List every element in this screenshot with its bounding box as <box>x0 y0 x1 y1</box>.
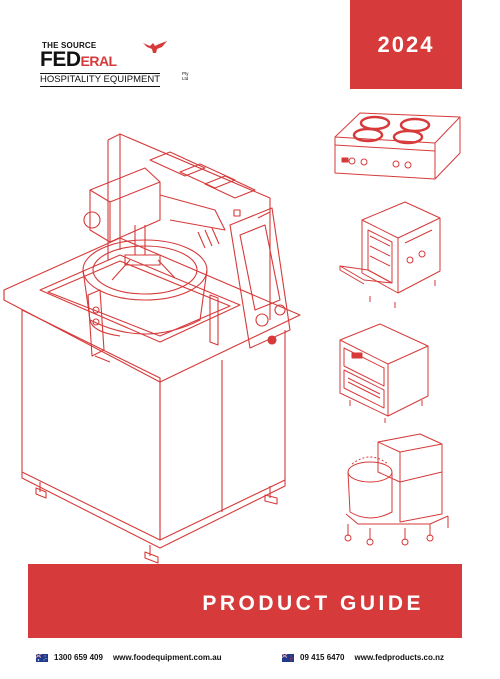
brand-tagline-top: THE SOURCE <box>42 41 97 50</box>
eagle-icon <box>143 41 167 53</box>
brand-logo: THE SOURCE FEDERAL HOSPITALITY EQUIPMENT… <box>40 40 190 90</box>
title-banner: PRODUCT GUIDE <box>28 564 462 638</box>
au-phone[interactable]: 1300 659 409 <box>54 653 103 662</box>
nz-website-link[interactable]: www.fedproducts.co.nz <box>354 653 444 662</box>
footer-au: 1300 659 409 www.foodequipment.com.au <box>36 653 222 662</box>
spiral-mixer-illustration <box>344 433 449 546</box>
convection-oven-illustration <box>339 201 441 308</box>
au-website-link[interactable]: www.foodequipment.com.au <box>112 653 222 662</box>
planetary-mixer-illustration <box>3 133 301 564</box>
page-title: PRODUCT GUIDE <box>202 592 424 615</box>
nz-phone[interactable]: 09 415 6470 <box>300 653 345 662</box>
australia-flag-icon <box>36 653 48 662</box>
brand-tagline-bottom: HOSPITALITY EQUIPMENT <box>40 73 161 87</box>
new-zealand-flag-icon <box>282 653 294 662</box>
induction-cooktop-illustration <box>334 112 461 180</box>
year-text: 2024 <box>377 31 435 57</box>
speed-oven-illustration <box>339 323 429 423</box>
brand-suffix-small: Pty Ltd <box>182 71 189 81</box>
brand-name-prefix: FED <box>40 48 81 71</box>
year-badge: 2024 <box>350 0 462 89</box>
brand-name-suffix: ERAL <box>80 53 118 69</box>
footer-nz: 09 415 6470 www.fedproducts.co.nz <box>282 653 444 662</box>
brand-name: FEDERAL <box>40 49 117 72</box>
